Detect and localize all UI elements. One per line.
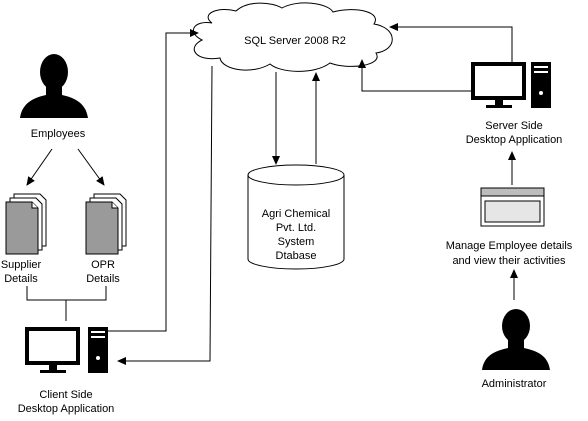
opr-document-icon — [85, 193, 127, 255]
manage-label-2: and view their activities — [452, 255, 566, 267]
supplier-label-1: Supplier — [1, 259, 42, 271]
database-label-2: Pvt. Ltd. — [276, 222, 316, 234]
arrow-cloud-to-client — [117, 65, 213, 365]
client-label-2: Desktop Application — [18, 403, 115, 415]
server-tower-icon — [531, 62, 551, 108]
supplier-label-2: Details — [4, 273, 38, 285]
server-label-2: Desktop Application — [466, 134, 563, 146]
employees-label: Employees — [31, 128, 86, 140]
opr-label-1: OPR — [91, 259, 115, 271]
database-cylinder-icon — [247, 164, 345, 270]
database-label-1: Agri Chemical — [262, 208, 330, 220]
manage-label-1: Manage Employee details — [446, 240, 573, 252]
client-label-1: Client Side — [39, 389, 92, 401]
supplier-document-icon — [5, 193, 47, 255]
employees-person-icon — [20, 54, 88, 118]
arrow-server-to-cloud — [389, 23, 513, 62]
administrator-person-icon — [482, 309, 550, 370]
opr-label-2: Details — [86, 273, 120, 285]
browser-window-icon — [480, 187, 545, 227]
docs-to-client-connector — [26, 286, 107, 321]
cloud-icon — [192, 2, 393, 72]
administrator-label: Administrator — [482, 378, 547, 390]
arrow-employees-to-opr — [77, 148, 105, 186]
client-tower-icon — [88, 327, 108, 373]
arrow-employees-to-supplier — [26, 148, 53, 186]
client-monitor-icon — [25, 327, 80, 373]
database-label-3: System — [278, 236, 315, 248]
arrow-client-to-cloud — [108, 29, 199, 332]
database-label-4: Dtabase — [276, 250, 317, 262]
server-label-1: Server Side — [485, 120, 542, 132]
cloud-label: SQL Server 2008 R2 — [244, 35, 346, 47]
arrow-to-cloud-from-server-left — [358, 59, 471, 92]
server-monitor-icon — [471, 62, 526, 108]
